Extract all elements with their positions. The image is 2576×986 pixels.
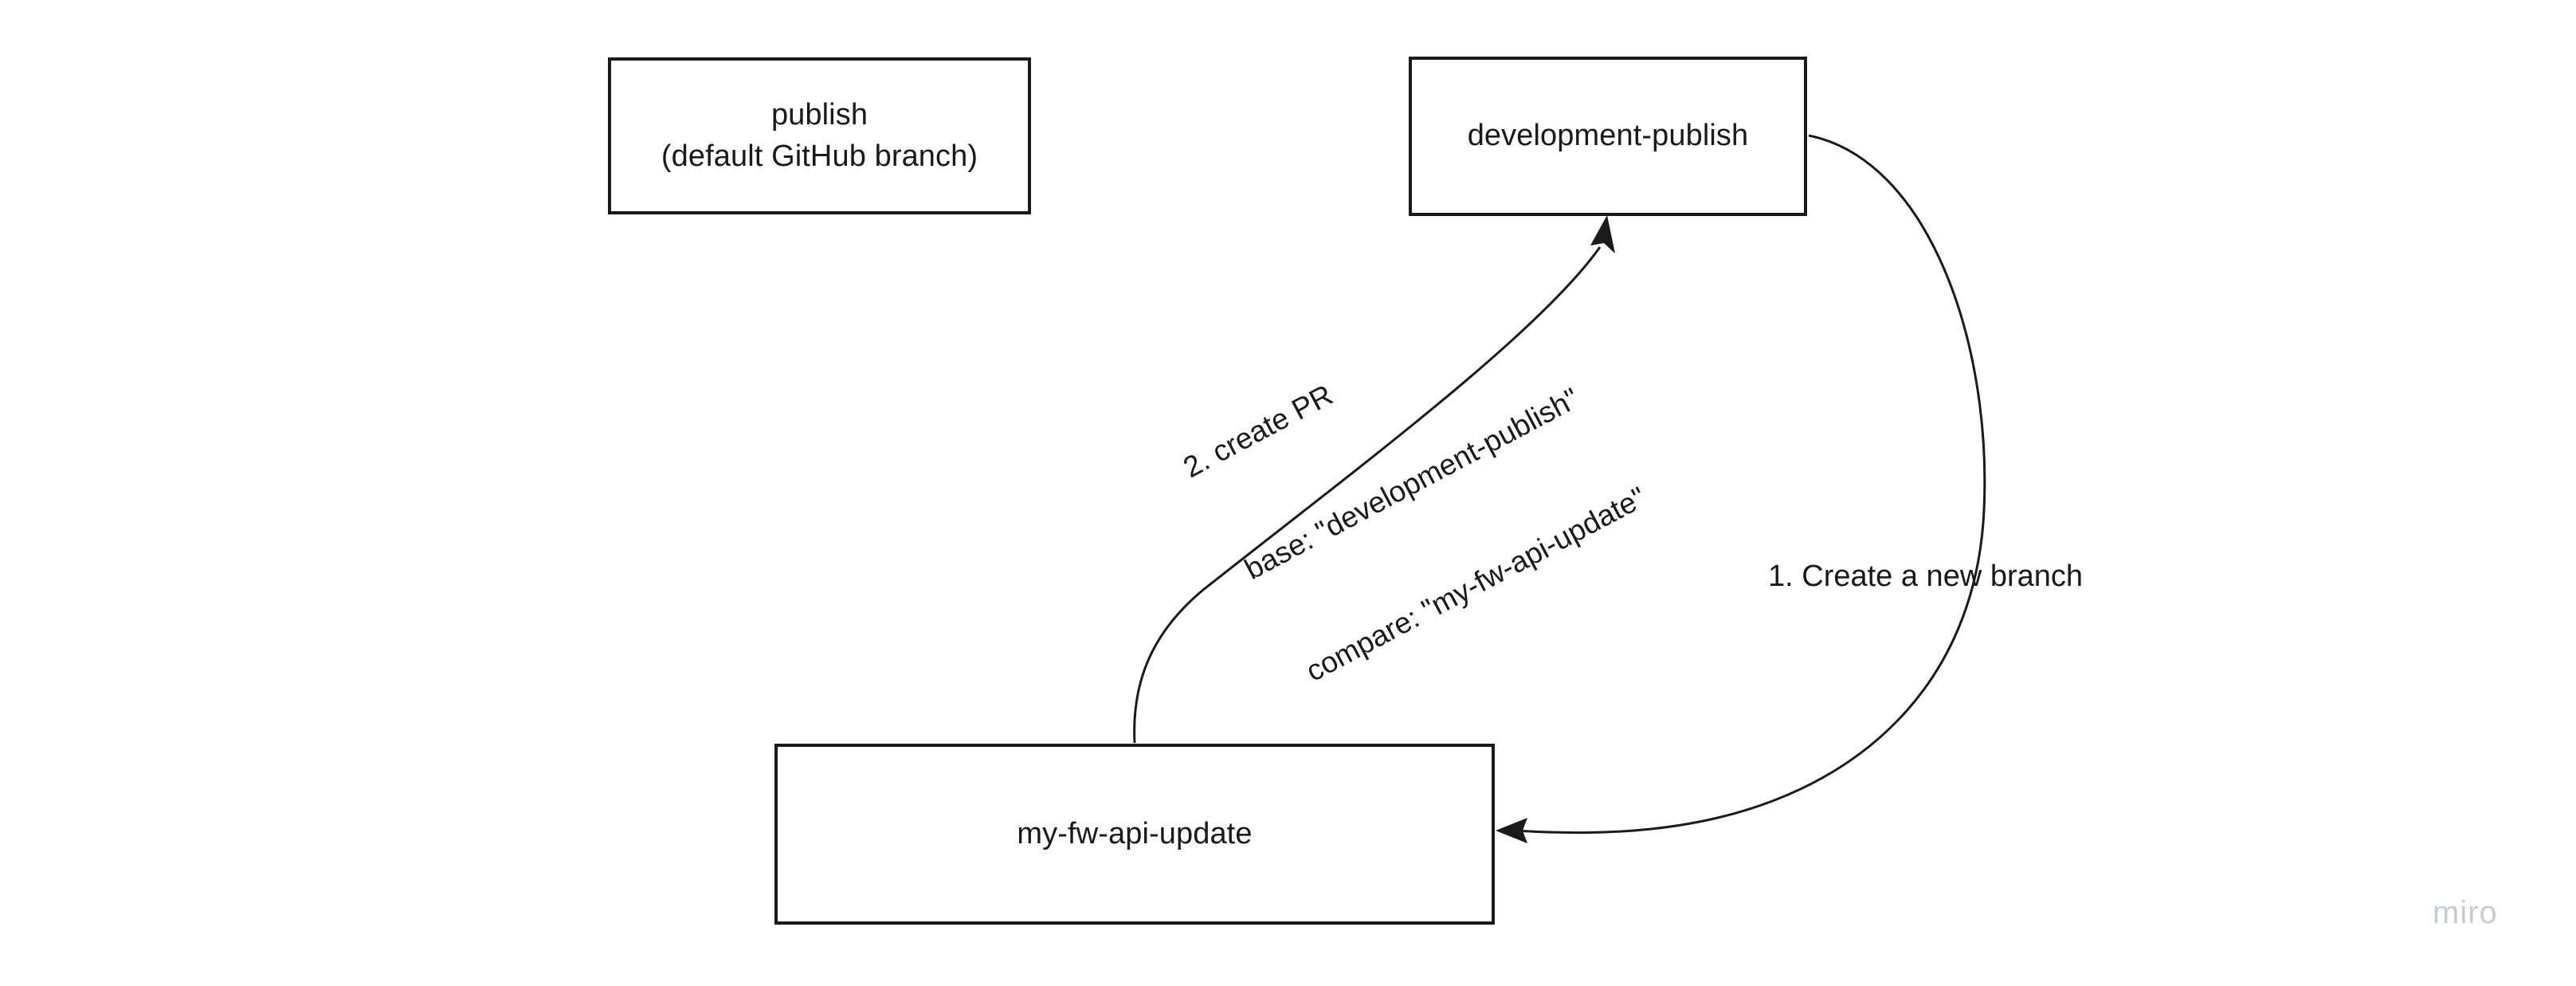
edge-create-branch-arrowhead xyxy=(1496,818,1527,843)
edge-create-pr-arrowhead xyxy=(1590,215,1615,253)
node-my-fw-api-update[interactable]: my-fw-api-update xyxy=(774,744,1495,925)
miro-watermark: miro xyxy=(2433,895,2498,930)
node-my-fw-api-update-label: my-fw-api-update xyxy=(1017,816,1253,850)
node-development-publish-label: development-publish xyxy=(1467,119,1749,153)
node-development-publish[interactable]: development-publish xyxy=(1409,57,1807,216)
node-publish[interactable]: publish (default GitHub branch) xyxy=(608,57,1031,214)
node-publish-label: publish (default GitHub branch) xyxy=(661,98,978,173)
edge-label-create-branch: 1. Create a new branch xyxy=(1768,560,2084,593)
edge-label-create-pr: 2. create PR base: "development-publish"… xyxy=(1139,198,1690,767)
